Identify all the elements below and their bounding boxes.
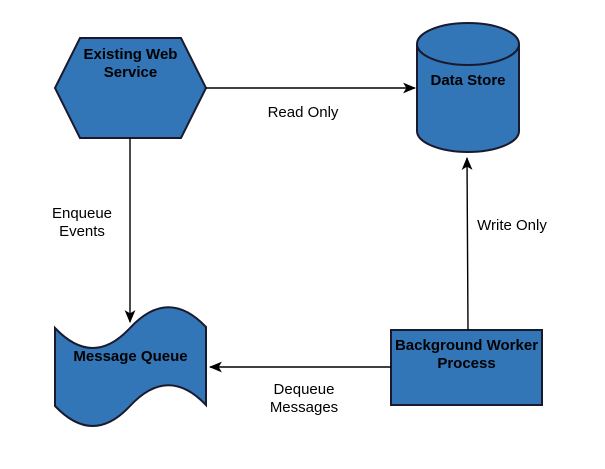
write-only-edge[interactable] — [461, 156, 473, 331]
data-store-rim — [416, 43, 520, 66]
data-store-node[interactable] — [416, 22, 520, 153]
message-queue-node[interactable] — [54, 306, 207, 427]
web-service-node[interactable] — [53, 37, 208, 139]
background-worker-node[interactable] — [390, 329, 543, 406]
